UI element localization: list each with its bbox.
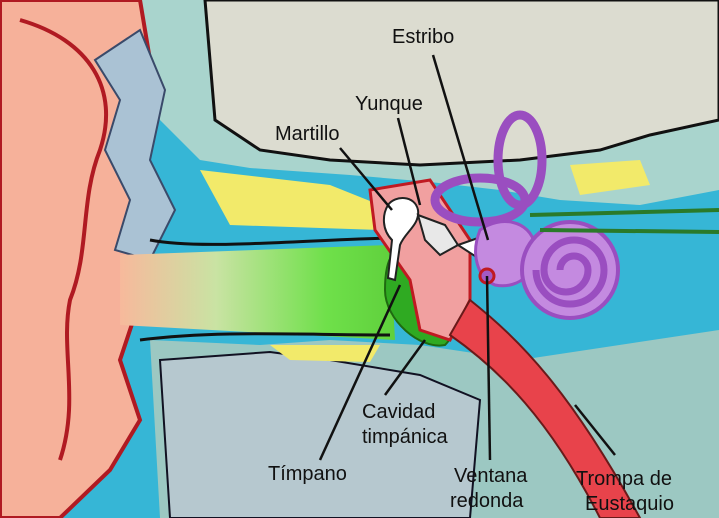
cochlea	[522, 222, 618, 318]
yellow-bone-upper	[200, 170, 380, 230]
canal-upper-wall	[150, 238, 390, 244]
label-timpano: Tímpano	[268, 463, 347, 485]
label-estribo: Estribo	[392, 26, 454, 48]
label-cavidad-1: Cavidad	[362, 401, 435, 423]
label-trompa-2: Eustaquio	[585, 493, 674, 515]
label-martillo: Martillo	[275, 123, 339, 145]
auditory-nerve	[530, 210, 719, 232]
label-ventana-2: redonda	[450, 490, 524, 512]
label-yunque: Yunque	[355, 93, 423, 115]
ear-canal	[120, 245, 395, 340]
label-cavidad-2: timpánica	[362, 426, 448, 448]
label-ventana-1: Ventana	[454, 465, 528, 487]
label-trompa-1: Trompa de	[576, 468, 672, 490]
